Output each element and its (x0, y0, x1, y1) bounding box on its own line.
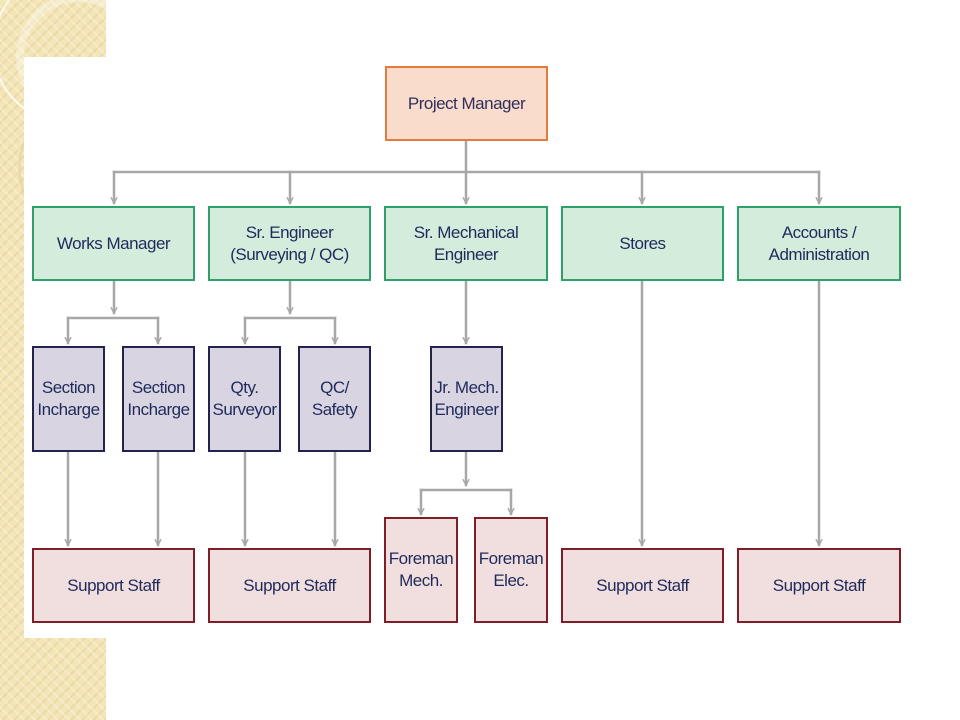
node-foreman-mech: Foreman Mech. (384, 517, 458, 623)
node-label: Section Incharge (37, 378, 100, 419)
node-works-manager: Works Manager (32, 206, 195, 281)
node-label: Support Staff (67, 575, 160, 595)
node-stores: Stores (561, 206, 724, 281)
node-support-staff-stores: Support Staff (561, 548, 724, 623)
node-qc-safety: QC/ Safety (298, 346, 371, 452)
node-label: Stores (619, 233, 666, 253)
node-foreman-elec: Foreman Elec. (474, 517, 548, 623)
node-label: Sr. Mechanical Engineer (413, 222, 519, 264)
node-label: Support Staff (772, 575, 866, 595)
node-sr-engineer-surveying-qc: Sr. Engineer (Surveying / QC) (208, 206, 371, 281)
node-support-staff-accounts: Support Staff (737, 548, 901, 623)
node-label: Works Manager (56, 233, 171, 253)
node-label: Section Incharge (127, 378, 190, 419)
node-section-incharge-2: Section Incharge (122, 346, 195, 452)
node-qty-surveyor: Qty. Surveyor (208, 346, 281, 452)
node-label: Sr. Engineer (Surveying / QC) (230, 222, 349, 264)
node-label: Qty. Surveyor (212, 378, 277, 419)
node-label: Project Manager (407, 93, 526, 113)
node-label: QC/ Safety (311, 378, 358, 419)
node-accounts-administration: Accounts / Administration (737, 206, 901, 281)
node-label: Support Staff (243, 575, 336, 595)
node-project-manager: Project Manager (385, 66, 548, 141)
node-section-incharge-1: Section Incharge (32, 346, 105, 452)
node-support-staff-surveying: Support Staff (208, 548, 371, 623)
node-jr-mech-engineer: Jr. Mech. Engineer (430, 346, 503, 452)
node-label: Jr. Mech. Engineer (434, 378, 499, 419)
node-sr-mechanical-engineer: Sr. Mechanical Engineer (384, 206, 548, 281)
node-label: Accounts / Administration (768, 222, 870, 264)
node-support-staff-works: Support Staff (32, 548, 195, 623)
node-label: Support Staff (596, 575, 689, 595)
node-label: Foreman Mech. (388, 549, 454, 590)
node-label: Foreman Elec. (478, 549, 544, 590)
